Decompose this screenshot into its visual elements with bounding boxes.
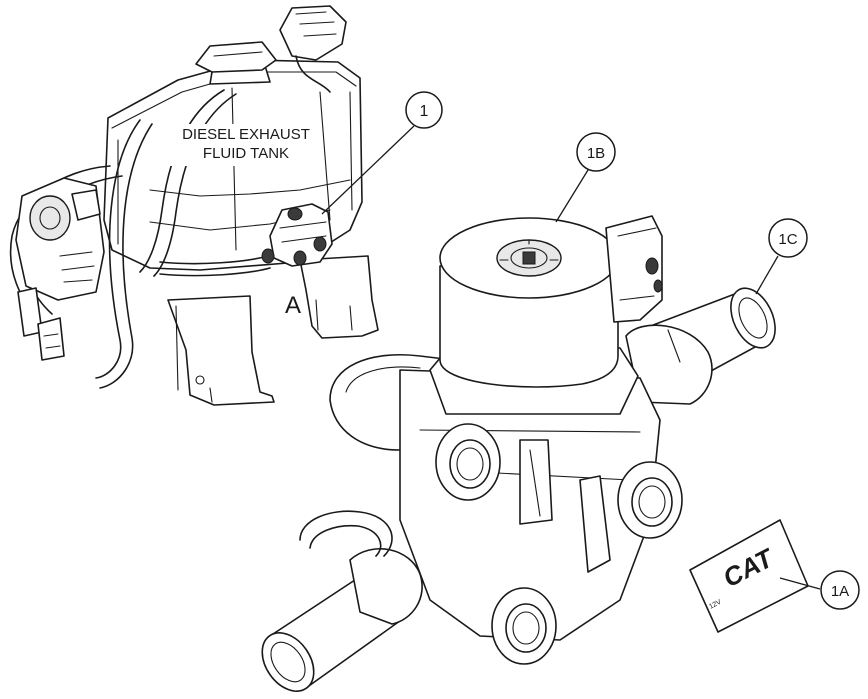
view-letter: A xyxy=(285,292,301,319)
port-ring-upper-left xyxy=(435,423,501,501)
tank-label-line2: FLUID TANK xyxy=(203,145,289,162)
tank-label: DIESEL EXHAUST FLUID TANK xyxy=(170,124,322,166)
port-ring-right xyxy=(617,461,683,539)
def-tank-assembly xyxy=(9,5,379,406)
callout-1A: 1A xyxy=(779,570,860,610)
callout-1B: 1B xyxy=(555,132,616,223)
svg-text:1: 1 xyxy=(420,103,429,120)
heater-valve-enlarged xyxy=(261,215,776,692)
port-ring-bottom xyxy=(491,587,557,665)
svg-text:1C: 1C xyxy=(778,231,797,248)
svg-text:1A: 1A xyxy=(831,583,849,600)
tank-label-line1: DIESEL EXHAUST xyxy=(182,126,310,143)
cat-decal: CAT 12V xyxy=(689,519,809,633)
callout-1: 1 xyxy=(321,91,443,215)
callout-1C: 1C xyxy=(755,218,808,295)
svg-text:1B: 1B xyxy=(587,145,605,162)
